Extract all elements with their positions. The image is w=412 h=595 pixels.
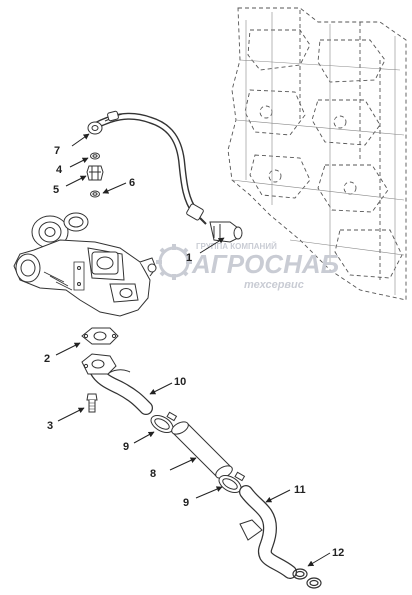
callouts [55,133,331,567]
callout-5: 5 [53,184,59,196]
drain-flange-gasket [81,327,119,345]
watermark-sub-text: техсервис [244,279,304,291]
gear-logo-icon [156,244,192,280]
o-rings [292,568,322,589]
callout-12: 12 [332,547,344,559]
callout-4: 4 [56,164,63,176]
drain-flange [81,353,117,375]
callout-8-leader [169,457,197,471]
drain-tube-lower [239,485,297,579]
sealing-washer [90,190,100,198]
engine-block-details [231,12,405,295]
callout-7: 7 [54,145,60,157]
feed-line-end-fitting [186,203,207,225]
callout-8: 8 [150,468,156,480]
washer-small [90,152,100,160]
callout-10: 10 [174,376,186,388]
watermark: ГРУППА КОМПАНИЙ АГРОСНАБ техсервис [156,242,339,291]
callout-1: 1 [186,252,192,264]
elbow-connector [209,221,243,243]
callout-6: 6 [129,177,135,189]
engine-block [227,7,407,301]
bolt [86,393,98,413]
oil-feed-line [91,112,199,216]
turbocharger [13,212,157,317]
callout-9-upper: 9 [123,441,129,453]
feed-line-banjo [87,110,119,135]
callout-9-lower: 9 [183,497,189,509]
callout-labels: 7 4 5 6 1 2 10 3 9 8 9 11 12 [44,145,344,559]
callout-3: 3 [47,420,53,432]
callout-11: 11 [294,484,306,496]
watermark-top-text: ГРУППА КОМПАНИЙ [196,242,277,251]
watermark-main-text: АГРОСНАБ [191,249,339,279]
rubber-hose [171,421,233,479]
callout-2: 2 [44,353,50,365]
adapter-fitting [86,165,104,181]
